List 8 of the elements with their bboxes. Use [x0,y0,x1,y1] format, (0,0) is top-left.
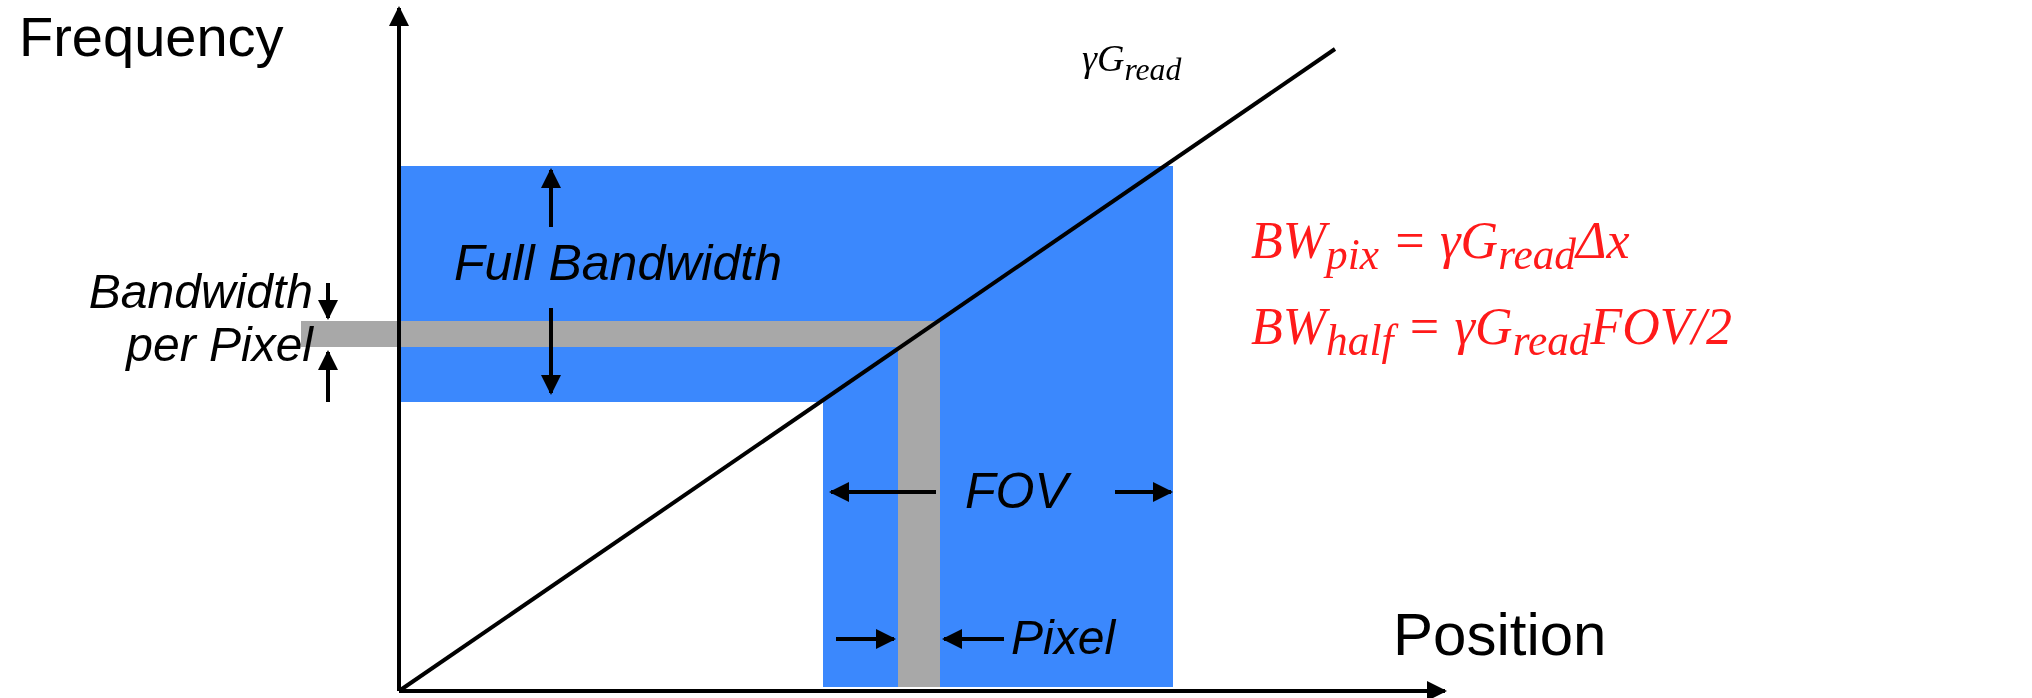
dimension-label: Full Bandwidth [454,236,782,291]
equation: BW$_{half}$ = γG$_{read}$FOV/2 [1251,298,1732,366]
line-label: γG$_{read}$ [1082,38,1182,88]
axis-label: Frequency [19,6,284,68]
equation: BW$_{pix}$ = γG$_{read}$Δx [1251,212,1630,280]
axis-label: Position [1393,602,1607,668]
dimension-label: Bandwidth per Pixel [87,266,313,372]
dimension-label: Pixel [1011,612,1116,665]
